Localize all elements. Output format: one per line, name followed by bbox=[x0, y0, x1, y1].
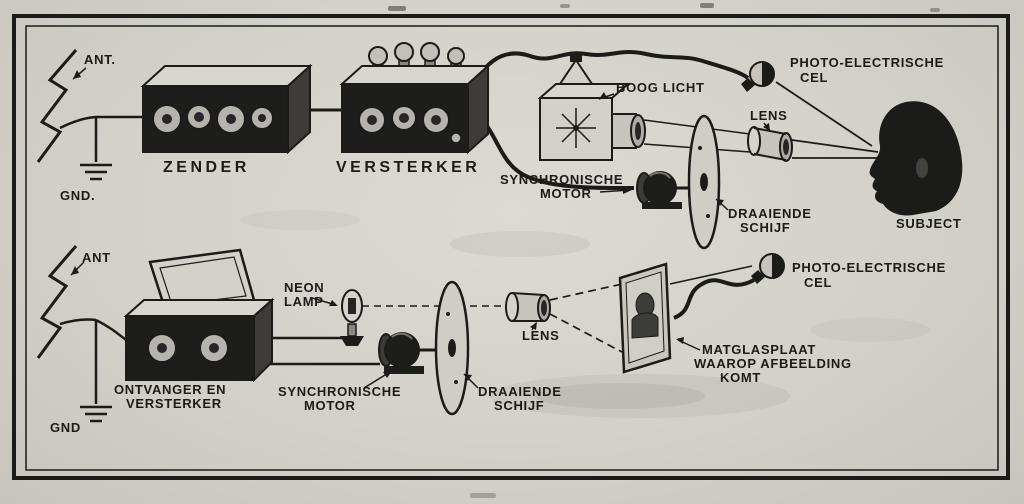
ontvanger-label-1: ONTVANGER EN bbox=[114, 382, 226, 397]
sync-motor-top bbox=[636, 171, 692, 209]
photo-cell-top bbox=[741, 61, 775, 92]
print-artifacts bbox=[388, 3, 940, 498]
zender-box bbox=[140, 63, 313, 155]
arc-lamp-hood bbox=[558, 58, 594, 85]
diagram-border bbox=[12, 14, 1010, 480]
lens-bottom-label: LENS bbox=[522, 328, 559, 343]
ant-label-bottom: ANT bbox=[82, 250, 111, 265]
receiver-box bbox=[123, 248, 275, 383]
versterker-dials bbox=[358, 105, 462, 144]
lens-top bbox=[747, 126, 793, 162]
versterker-label: VERSTERKER bbox=[336, 159, 480, 176]
lens-bottom bbox=[505, 292, 551, 322]
light-rays-bottom bbox=[362, 265, 753, 353]
labels: ANT. GND. ZENDER VERSTERKER BOOG LICHT S… bbox=[50, 52, 962, 435]
scanning-disc-top bbox=[687, 114, 721, 250]
neon-electrode bbox=[348, 298, 356, 314]
photocell-bottom-label-1: PHOTO-ELECTRISCHE bbox=[792, 260, 946, 275]
ontvanger-label-2: VERSTERKER bbox=[126, 396, 222, 411]
ground-symbol-bottom bbox=[80, 405, 112, 423]
neon-label-2: LAMP bbox=[284, 294, 324, 309]
gnd-label-top: GND. bbox=[60, 188, 95, 203]
matglas-label-2: WAAROP AFBEELDING bbox=[694, 356, 852, 371]
transmitter-antenna bbox=[36, 49, 143, 163]
leader-arrows bbox=[70, 67, 771, 389]
subject-label: SUBJECT bbox=[896, 216, 962, 231]
matglas-label-1: MATGLASPLAAT bbox=[702, 342, 816, 357]
sync-motor-bottom-label-1: SYNCHRONISCHE bbox=[278, 384, 401, 399]
gnd-label-bottom: GND bbox=[50, 420, 81, 435]
photocell-top-label-2: CEL bbox=[800, 70, 828, 85]
sync-motor-top-label-2: MOTOR bbox=[540, 186, 592, 201]
photocell-bottom-label-2: CEL bbox=[804, 275, 832, 290]
sync-motor-top-label-1: SYNCHRONISCHE bbox=[500, 172, 623, 187]
subject-figure bbox=[869, 101, 963, 216]
ghost-smudges bbox=[240, 210, 930, 418]
ground-symbol-top bbox=[80, 163, 112, 181]
scanning-disc-bottom bbox=[434, 280, 470, 416]
arc-lamp-cap bbox=[570, 54, 582, 62]
disc-top-label-2: SCHIJF bbox=[740, 220, 790, 235]
subject-ear bbox=[916, 158, 928, 178]
disc-bottom-label-2: SCHIJF bbox=[494, 398, 544, 413]
photocell-top-label-1: PHOTO-ELECTRISCHE bbox=[790, 55, 944, 70]
wire-from-photocell-bottom bbox=[673, 278, 755, 320]
ground-glass-plate bbox=[618, 262, 672, 374]
lens-top-label: LENS bbox=[750, 108, 787, 123]
receiver-antenna bbox=[36, 245, 127, 404]
matglas-label-3: KOMT bbox=[720, 370, 761, 385]
photo-cell-bottom bbox=[751, 253, 785, 284]
receiver-dials bbox=[147, 333, 229, 363]
ant-label-top: ANT. bbox=[84, 52, 116, 67]
arc-light-rays bbox=[556, 108, 596, 148]
sync-motor-bottom-label-2: MOTOR bbox=[304, 398, 356, 413]
boog-licht-label: BOOG LICHT bbox=[616, 80, 705, 95]
light-rays-top bbox=[775, 81, 879, 159]
plate-image-face bbox=[631, 292, 659, 339]
zender-dials bbox=[152, 104, 274, 134]
zender-label: ZENDER bbox=[163, 159, 250, 176]
boog-licht-box bbox=[537, 54, 646, 161]
wire-to-photocell-top bbox=[466, 50, 750, 95]
neon-lamp bbox=[340, 289, 364, 346]
versterker-box bbox=[339, 42, 491, 155]
disc-bottom-label-1: DRAAIENDE bbox=[478, 384, 562, 399]
disc-top-label-1: DRAAIENDE bbox=[728, 206, 812, 221]
sync-motor-bottom bbox=[378, 332, 436, 374]
neon-label-1: NEON bbox=[284, 280, 324, 295]
